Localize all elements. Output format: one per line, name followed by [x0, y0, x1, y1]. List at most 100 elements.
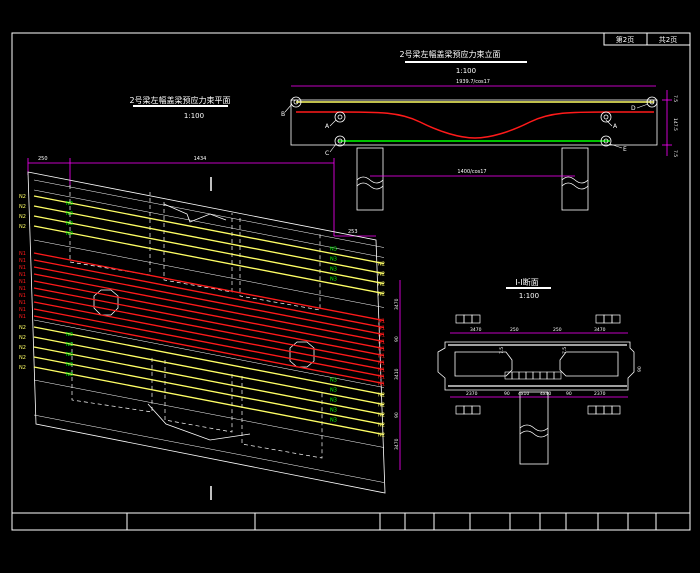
elevation-point-B: B [281, 111, 285, 118]
section-top-dim-3: 250 [553, 327, 562, 333]
plan-tendon-n2-top-3 [33, 225, 385, 295]
plan-manhole-left [93, 289, 119, 316]
plan-label-n3-left-bottom-2: N3 [66, 352, 73, 358]
plan-rebar-3 [33, 319, 385, 388]
plan-label-n2-left-top-1: N2 [19, 204, 26, 210]
plan-label-n3-left-bottom-4: N3 [66, 372, 73, 378]
section-side-dim-1: 7.5 [499, 347, 505, 354]
section-bottom-dim-1: 2370 [466, 391, 478, 397]
plan-label-n2-left-bottom-4: N2 [19, 365, 26, 371]
plan-label-n3-left-bottom-1: N3 [66, 342, 73, 348]
plan-label-n3-right-bottom-4: N3 [330, 417, 337, 423]
plan-label-n3-right-top-1: N3 [330, 256, 337, 262]
elevation-right-dim-3: 7.5 [672, 150, 678, 157]
plan-label-n2-left-top-2: N2 [19, 214, 26, 220]
elevation-point-A-right: A [613, 123, 618, 130]
elevation-title: 2号梁左幅盖梁预应力束立面 [399, 49, 500, 59]
plan-label-n1-left-5: N1 [19, 286, 26, 292]
plan-label-n2-left-bottom-2: N2 [19, 345, 26, 351]
plan-rebar-5 [33, 414, 385, 483]
plan-tendon-n2-bottom-4 [33, 366, 385, 436]
plan-label-n3-right-bottom-0: N3 [330, 377, 337, 383]
section-pier [519, 391, 549, 465]
section-void-right [559, 351, 619, 377]
elevation-point-E: E [623, 146, 627, 153]
plan-label-n1-left-2: N1 [19, 265, 26, 271]
plan-tendon-n1-2 [33, 266, 385, 336]
section-top-dim-2: 250 [510, 327, 519, 333]
section-bottom-dim-3: 4x10 [518, 391, 529, 397]
plan-label-n1-left-6: N1 [19, 293, 26, 299]
section-tendon-boxes [504, 371, 562, 380]
plan-tendon-n1-4 [33, 280, 385, 350]
elevation-right-dim-1: 7.5 [672, 95, 678, 102]
plan-label-n3-left-bottom-0: N3 [66, 332, 73, 338]
elevation-beam-outline [290, 99, 658, 146]
plan-label-n1-right-5: N1 [378, 354, 385, 360]
section-void-left [454, 351, 513, 377]
plan-label-n1-right-6: N1 [378, 361, 385, 367]
plan-top-left-dim: 250 [38, 156, 48, 162]
elevation-point-A-left: A [325, 123, 330, 130]
plan-tendon-n1-9 [33, 315, 385, 385]
plan-label-n1-right-9: N1 [378, 382, 385, 388]
plan-rebar-4 [33, 379, 385, 448]
section-bottom-dim-2: 90 [504, 391, 510, 397]
plan-tendon-n2-bottom-1 [33, 336, 385, 406]
plan-label-n3-left-top-2: N3 [66, 221, 73, 227]
page-total: 共2页 [659, 35, 677, 44]
plan-label-n2-right-bottom-4: N2 [378, 433, 385, 439]
plan-label-n1-right-4: N1 [378, 347, 385, 353]
section-top-bar-marks [455, 314, 621, 324]
plan-tendon-n2-top-0 [33, 195, 385, 265]
plan-label-n1-right-0: N1 [378, 319, 385, 325]
plan-label-n1-right-3: N1 [378, 340, 385, 346]
plan-label-n1-right-2: N1 [378, 333, 385, 339]
plan-label-n1-left-7: N1 [19, 300, 26, 306]
title-block [12, 512, 690, 530]
plan-tendon-n2-bottom-2 [33, 346, 385, 416]
section-title: I-I断面 [515, 277, 539, 287]
plan-label-n3-right-bottom-1: N3 [330, 387, 337, 393]
plan-tendon-n2-bottom-0 [33, 326, 385, 396]
plan-label-n2-right-bottom-1: N2 [378, 403, 385, 409]
page-number: 第2页 [616, 35, 634, 44]
section-bottom-dim-4: 4x40 [540, 391, 551, 397]
plan-label-n3-left-top-3: N3 [66, 231, 73, 237]
plan-crossbeam [147, 203, 251, 441]
plan-label-n2-right-bottom-2: N2 [378, 413, 385, 419]
elevation-tendon-curved [296, 111, 654, 139]
section-bottom-dim-5: 90 [566, 391, 572, 397]
plan-label-n1-left-9: N1 [19, 314, 26, 320]
plan-label-n2-left-bottom-1: N2 [19, 335, 26, 341]
plan-label-n2-right-bottom-3: N2 [378, 423, 385, 429]
section-side-dim-2: 7.5 [562, 347, 568, 354]
section-top-dim-1: 3470 [470, 327, 482, 333]
plan-label-n1-left-0: N1 [19, 251, 26, 257]
plan-label-n3-right-top-3: N3 [330, 276, 337, 282]
plan-label-n2-right-top-3: N2 [378, 292, 385, 298]
plan-title: 2号梁左幅盖梁预应力束平面 [129, 95, 230, 105]
plan-top-dim: 1434 [194, 156, 207, 162]
elevation-point-D: D [631, 105, 636, 112]
elevation-right-dim-2: 147.5 [672, 118, 678, 131]
plan-label-n2-left-top-0: N2 [19, 194, 26, 200]
section-top-dim-4: 3470 [594, 327, 606, 333]
plan-tendons [33, 179, 385, 483]
drawing-frame [11, 32, 691, 531]
elevation-piers [356, 147, 589, 211]
plan-label-n3-left-bottom-3: N3 [66, 362, 73, 368]
plan-rebar-1 [33, 189, 385, 258]
elevation-scale: 1:100 [456, 67, 476, 75]
page-header: 第2页 共2页 [603, 32, 691, 46]
elevation-anchors [290, 96, 658, 147]
plan-label-n2-right-top-2: N2 [378, 282, 385, 288]
plan-tendon-n1-8 [33, 308, 385, 378]
section-bottom-bar-marks [455, 405, 621, 415]
plan-label-n2-left-bottom-3: N2 [19, 355, 26, 361]
plan-label-n3-left-top-1: N3 [66, 211, 73, 217]
plan-tendon-n2-top-1 [33, 205, 385, 275]
plan-label-n1-left-1: N1 [19, 258, 26, 264]
plan-label-n3-right-bottom-2: N3 [330, 397, 337, 403]
